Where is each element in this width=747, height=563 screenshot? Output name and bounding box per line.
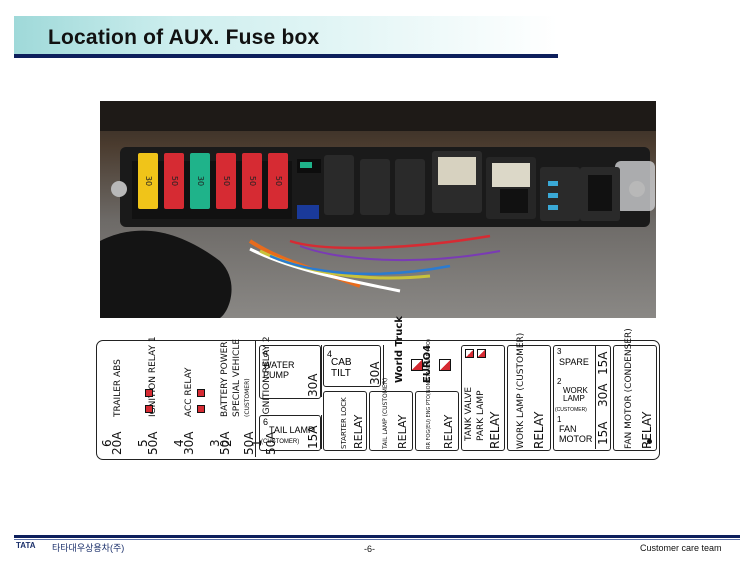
page-number: -6-: [364, 544, 375, 554]
fuse-label: 30: [144, 176, 153, 186]
world-truck-label: World Truck: [394, 316, 405, 383]
relay3-marker: [477, 349, 486, 358]
fuse-label: 50: [274, 176, 283, 186]
work-lamp-sublabel: (CUSTOMER): [555, 407, 587, 413]
relay2-sublabel: WORK LAMP (CUSTOMER): [516, 332, 526, 449]
spare-label: SPARE: [559, 357, 589, 367]
fuse-4: [216, 153, 236, 209]
footer-rule: [14, 535, 740, 538]
fuse-6: [268, 153, 288, 209]
bolt-left: [111, 181, 127, 197]
relay5-label: RELAY: [396, 414, 409, 449]
fuse-label: 50: [170, 176, 179, 186]
fuse-5: [242, 153, 262, 209]
spare-amp: 15A: [596, 351, 610, 375]
water-pump-cell: [259, 345, 321, 399]
fuse-marker: [197, 389, 205, 397]
relay1-sublabel: FAN MOTOR (CONDENSER): [624, 328, 634, 449]
slot-label: SPECIAL VEHICLE: [232, 338, 242, 417]
fan-motor-label: FAN MOTOR: [559, 424, 593, 444]
team-label: Customer care team: [640, 543, 722, 553]
cab-tilt-label: CAB TILT: [331, 357, 352, 379]
world-truck-marker: [411, 359, 423, 371]
tata-logo: TATA: [16, 541, 36, 550]
relay3-sublabel: TANK VALVE: [464, 386, 474, 441]
fuse-marker: [145, 405, 153, 413]
cab-tilt-number: 4: [327, 349, 333, 359]
relay4-sublabel: RR FOG(EU) ENG PTO(NON STANDARD PTO): [426, 339, 432, 449]
fan-motor-number: 1: [557, 415, 562, 424]
relay1-dot: [647, 439, 652, 444]
cab-tilt-cell: [323, 345, 381, 387]
fuse-label: 50: [222, 176, 231, 186]
work-lamp-number: 2: [557, 377, 562, 386]
relay2-label: RELAY: [532, 411, 546, 450]
fuse-label: 50: [248, 176, 257, 186]
relay-block: [395, 159, 425, 215]
tail-lamp-sublabel: (CUSTOMER): [261, 439, 300, 445]
page-title: Location of AUX. Fuse box: [48, 26, 320, 49]
relay6-sublabel: STARTER LOCK: [340, 397, 348, 449]
fuse-marker: [145, 389, 153, 397]
relay6-cell: [323, 391, 367, 451]
spare-number: 3: [557, 347, 562, 356]
fuse-label: 30: [196, 176, 205, 186]
relay5-cell: [369, 391, 413, 451]
fuse-2: [164, 153, 184, 209]
fuse-box-photo: 30 50 30 50 50 50: [100, 101, 656, 318]
water-pump-number: 6: [263, 349, 269, 359]
tail-lamp-amp: 15A: [306, 415, 322, 449]
slot-label: ACC RELAY: [184, 367, 194, 417]
fan-motor-amp: 15A: [596, 421, 610, 445]
fuse-1: [138, 153, 158, 209]
relay1-cell: [613, 345, 657, 451]
company-name: 타타대우상용차(주): [52, 543, 125, 553]
relay-block: [360, 159, 390, 215]
water-pump-amp: 30A: [306, 345, 322, 397]
work-lamp-label: WORK LAMP: [563, 386, 588, 403]
relay6-label: RELAY: [352, 414, 365, 449]
tail-lamp-cell: [259, 415, 321, 451]
tail-lamp-number: 6: [263, 417, 269, 427]
relay3-label: RELAY: [488, 411, 502, 450]
water-pump-label: WATER PUMP: [263, 360, 295, 380]
fuse-box-diagram: 6 TRAILER ABS 20A 5 IGNITION RELAY 1 50A…: [96, 316, 660, 460]
slot-amp: 20A: [110, 431, 124, 455]
work-lamp-amp: 30A: [596, 383, 610, 407]
fuse-3: [190, 153, 210, 209]
fuse-column-cell: [553, 345, 611, 451]
relay1-label: RELAY: [640, 411, 654, 450]
slot-label: TRAILER ABS: [113, 359, 123, 417]
relay3-marker: [465, 349, 474, 358]
relay5-sublabel: TAIL LAMP (CUSTOMER): [382, 377, 389, 449]
relay2-cell: [507, 345, 551, 451]
title-underline: [14, 54, 558, 58]
relay4-label: RELAY: [442, 414, 455, 449]
slot-amp: 50A: [146, 431, 160, 455]
euro4-marker: [439, 359, 451, 371]
divider: [255, 341, 256, 457]
fuse-box-illustration: 30 50 30 50 50 50: [100, 101, 656, 318]
relay3-cell: [461, 345, 505, 451]
relay4-cell: [415, 391, 459, 451]
bolt-right: [629, 181, 645, 197]
wire-harness: [100, 230, 232, 318]
footer-rule-thin: [14, 539, 740, 540]
relay3-sublabel: PARK LAMP: [476, 390, 486, 441]
slot-amp: 30A: [182, 431, 196, 455]
title-band: [14, 16, 558, 54]
fuse-marker: [197, 405, 205, 413]
tail-lamp-label: TAIL LAMP: [269, 425, 315, 435]
relay-block: [324, 155, 354, 215]
